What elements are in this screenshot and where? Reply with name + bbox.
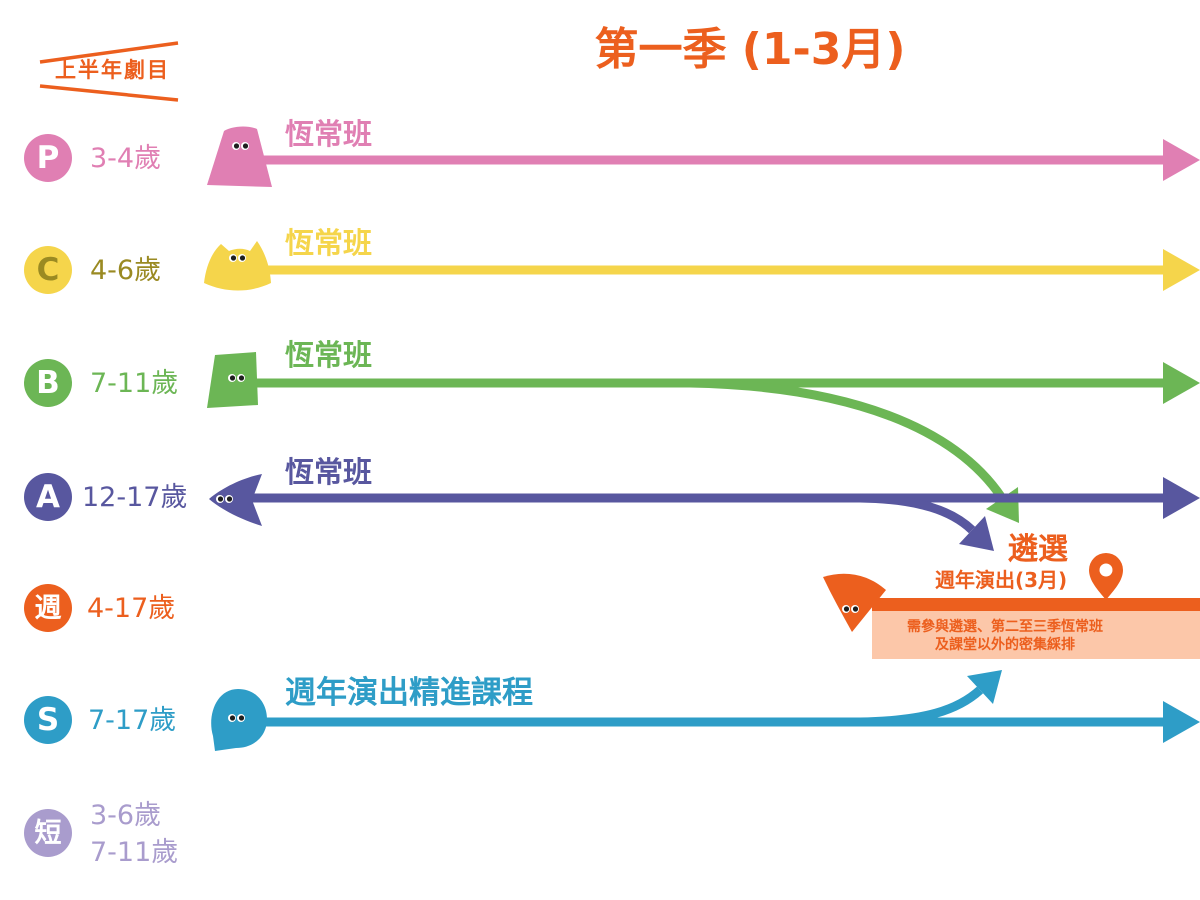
indigo-branch-arrow: [859, 493, 994, 551]
orange-track-bar: [872, 598, 1200, 611]
track-label-b: 恆常班: [285, 338, 373, 372]
mascot-pupil: [843, 606, 850, 612]
selection-note-line-2: 及課堂以外的密集綵排: [935, 637, 1075, 653]
mascot-pupil: [217, 496, 224, 502]
pink-track-arrow: [250, 139, 1200, 181]
selection-note-line-1: 需參與遴選、第二至三季恆常班: [907, 619, 1103, 635]
tag-top-line: [39, 41, 179, 64]
mascot-pupil: [239, 255, 246, 261]
mascot-pupil: [242, 143, 249, 149]
age-label-a: 12-17歲: [82, 482, 188, 513]
age-label-p: 3-4歲: [90, 143, 162, 174]
track-label-a: 恆常班: [285, 455, 373, 489]
selection-note: 需參與遴選、第二至三季恆常班 及課堂以外的密集綵排: [880, 618, 1130, 654]
mascot-pupil: [226, 496, 233, 502]
track-label-s: 週年演出精進課程: [285, 675, 533, 711]
age-label-c: 4-6歲: [90, 255, 162, 286]
age-label-b: 7-11歲: [90, 368, 179, 399]
season-tag: 上半年劇目: [55, 58, 170, 82]
teal-mascot-icon: [211, 689, 267, 751]
indigo-branch-curve: [859, 493, 976, 534]
page-title: 第一季 (1-3月): [594, 24, 906, 75]
teal-arrowhead: [1163, 701, 1200, 743]
age-label-zhou: 4-17歲: [87, 593, 176, 624]
badge-a: A: [24, 473, 72, 521]
mascot-pupil: [230, 255, 237, 261]
mascot-pupil: [238, 375, 245, 381]
yellow-mascot-body: [204, 241, 271, 291]
yellow-track-arrow: [255, 249, 1200, 291]
yellow-mascot-icon: [204, 241, 271, 291]
age-label-duan-1: 3-6歲: [90, 800, 162, 831]
indigo-mascot-icon: [209, 474, 262, 526]
badge-duan: 短: [24, 809, 72, 857]
mascot-pupil: [238, 715, 245, 721]
green-arrowhead: [1163, 362, 1200, 404]
location-pin-icon: [1089, 553, 1123, 600]
age-label-s: 7-17歲: [88, 705, 177, 736]
indigo-mascot-body: [209, 474, 262, 526]
badge-zhou: 週: [24, 584, 72, 632]
badge-b: B: [24, 359, 72, 407]
mascot-pupil: [852, 606, 859, 612]
orange-mascot-body: [823, 573, 886, 632]
pink-arrowhead: [1163, 139, 1200, 181]
pin-hole: [1099, 563, 1113, 577]
indigo-arrowhead: [1163, 477, 1200, 519]
track-label-p: 恆常班: [285, 117, 373, 151]
track-label-c: 恆常班: [285, 226, 373, 260]
mascot-pupil: [229, 715, 236, 721]
yellow-arrowhead: [1163, 249, 1200, 291]
badge-s: S: [24, 696, 72, 744]
badge-p: P: [24, 134, 72, 182]
indigo-track-arrow: [245, 477, 1200, 519]
green-branch-curve: [689, 378, 1006, 501]
teal-branch-curve: [859, 686, 984, 727]
tag-bottom-line: [39, 84, 179, 102]
age-label-duan-2: 7-11歲: [90, 837, 179, 868]
badge-c: C: [24, 246, 72, 294]
selection-label: 遴選: [1008, 532, 1068, 567]
teal-track-arrow: [255, 701, 1200, 743]
annual-performance-label: 週年演出(3月): [935, 568, 1068, 592]
orange-mascot-icon: [823, 573, 886, 632]
mascot-pupil: [233, 143, 240, 149]
indigo-branch-arrowhead: [959, 516, 994, 551]
pink-mascot-icon: [207, 126, 272, 187]
teal-branch-arrow: [859, 670, 1002, 727]
pink-mascot-body: [207, 126, 272, 187]
mascot-pupil: [229, 375, 236, 381]
green-mascot-icon: [207, 352, 258, 408]
note-box: [872, 611, 1200, 659]
teal-branch-arrowhead: [967, 670, 1002, 704]
